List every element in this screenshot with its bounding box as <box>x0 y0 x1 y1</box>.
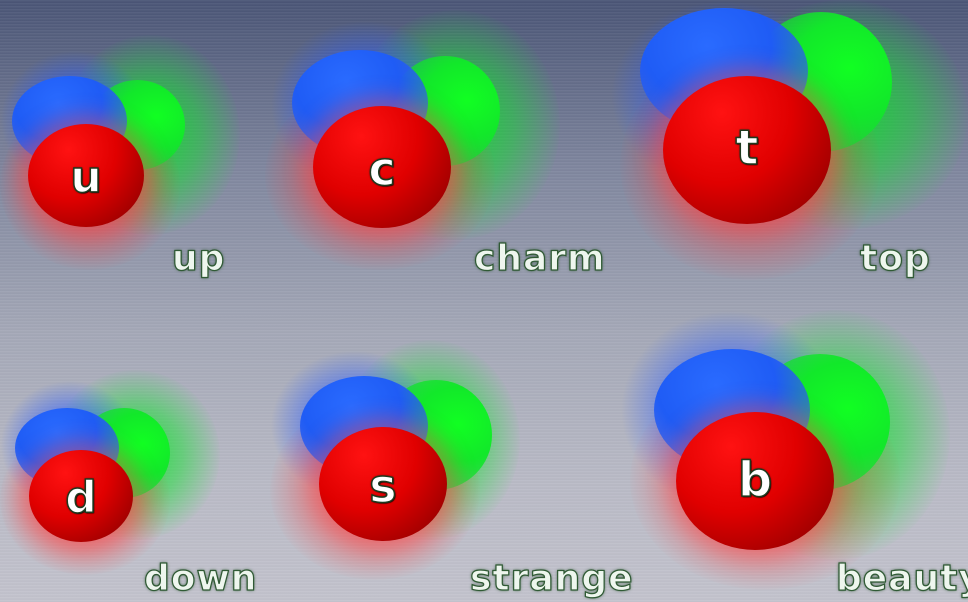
quark-strange: s <box>270 340 520 580</box>
red-color-charge: t <box>663 76 831 224</box>
quark-name-down: down <box>143 557 258 599</box>
quark-name-top: top <box>859 237 931 279</box>
quark-up: u <box>0 30 240 270</box>
red-color-charge: s <box>319 427 447 541</box>
quark-beauty: b <box>610 300 950 590</box>
quark-symbol: u <box>70 151 103 204</box>
quark-symbol: t <box>735 119 759 177</box>
red-color-charge: c <box>313 106 451 228</box>
quark-down: d <box>0 370 230 575</box>
quark-name-charm: charm <box>473 237 606 279</box>
quark-symbol: d <box>65 471 98 524</box>
quark-name-strange: strange <box>469 557 634 599</box>
red-color-charge: d <box>29 450 133 542</box>
red-color-charge: b <box>676 412 834 550</box>
quark-name-up: up <box>171 237 226 279</box>
quark-name-beauty: beauty <box>835 557 968 599</box>
quark-symbol: c <box>368 141 397 197</box>
quark-charm: c <box>260 10 560 270</box>
quark-top: t <box>600 0 968 280</box>
red-color-charge: u <box>28 124 144 227</box>
quark-symbol: s <box>369 458 398 514</box>
quark-symbol: b <box>737 451 773 509</box>
